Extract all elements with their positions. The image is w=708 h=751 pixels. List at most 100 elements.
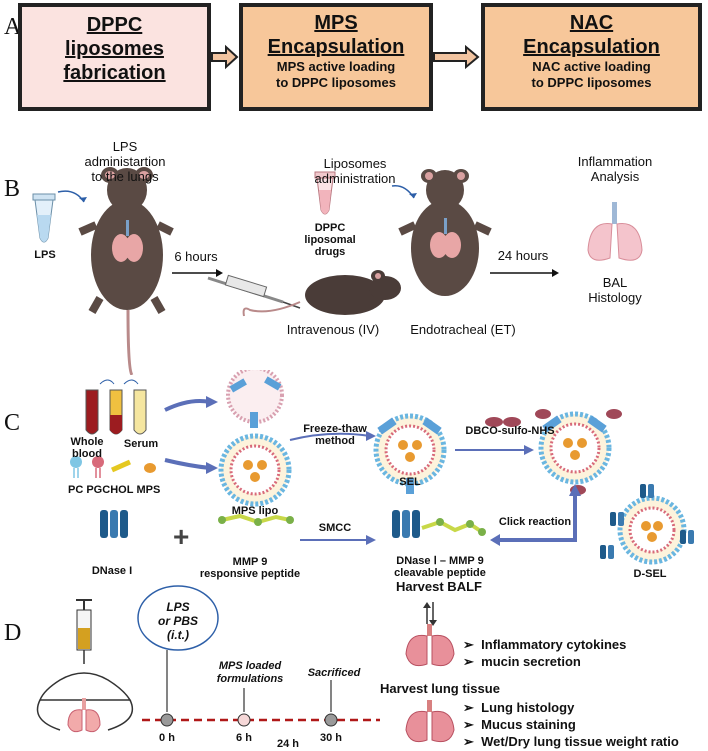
harvest-lung-heading: Harvest lung tissue: [380, 681, 500, 696]
arrow-up-icon: [569, 484, 581, 496]
syringe-icon: [207, 274, 301, 309]
mps-liposome-icon: [218, 433, 292, 507]
inflammation-analysis-label: Inflammation Analysis: [577, 154, 653, 184]
box2-sub1: MPS active loading: [276, 59, 396, 74]
box1-line2: liposomes: [65, 38, 164, 60]
dnase-mmp9-conjugate-icon: [392, 510, 486, 538]
twentyfour-hours-label: 24 hours: [497, 248, 549, 263]
list-item: ➢ mucin secretion: [463, 654, 581, 669]
panel-b-illustration: [32, 167, 643, 375]
panel-label-d: D: [4, 620, 22, 646]
click-reaction-label: Click reaction: [498, 516, 572, 528]
serum-tube-icon: [109, 389, 123, 435]
panel-label-b: B: [4, 176, 21, 202]
box1-line1: DPPC: [86, 14, 143, 36]
box3-sub2: to DPPC liposomes: [531, 75, 652, 90]
lipid-labels: PC PGCHOL MPS: [68, 484, 161, 496]
serum-tube-icon: [133, 389, 147, 435]
curved-arrow-icon: [57, 190, 85, 203]
arrow-right-icon: [206, 462, 218, 474]
curved-arrow-icon: [391, 185, 415, 199]
lps-admin-label: LPS administartion to the lungs: [84, 139, 166, 184]
list-item: ➢ Wet/Dry lung tissue weight ratio: [463, 734, 679, 749]
box3-line2: Encapsulation: [523, 36, 660, 58]
mmp9-peptide-label: MMP 9 responsive peptide: [199, 556, 301, 580]
lungs-icon: [405, 624, 455, 667]
smcc-label: SMCC: [318, 522, 352, 534]
arrow-right-icon: [366, 431, 376, 441]
step-box-nac: NAC Encapsulation NAC active loading to …: [481, 3, 702, 111]
dnase-label: DNase I: [91, 565, 133, 577]
freeze-thaw-label: Freeze-thaw method: [303, 423, 367, 447]
timepoint-30h: [324, 713, 338, 727]
mouse-supine-icon: [78, 167, 174, 375]
arrow-right-icon: [433, 44, 480, 70]
blood-tube-icon: [85, 389, 99, 435]
mps-lipo-label: MPS lipo: [231, 505, 279, 517]
dnase-mmp9-label: DNase Ⅰ – MMP 9 cleavable peptide: [394, 555, 486, 579]
lungs-icon: [405, 700, 455, 743]
timepoint-0h: [160, 713, 174, 727]
syringe-icon: [76, 599, 92, 664]
lps-tube-icon: [32, 193, 56, 243]
mmp9-peptide-icon: [218, 513, 294, 526]
t0-label: 0 h: [159, 732, 175, 744]
mouse-lying-icon: [242, 270, 401, 317]
dnase-protein-icon: [100, 510, 128, 538]
step-box-dppc: DPPC liposomes fabrication: [18, 3, 211, 111]
sel-label: SEL: [399, 476, 421, 488]
speech-bubble: [137, 585, 219, 651]
panel-label-a: A: [4, 14, 22, 40]
t6-label: 6 h: [236, 732, 252, 744]
d-sel-liposome-icon: [600, 484, 694, 565]
arrow-right-icon: [206, 396, 218, 408]
panel-c-illustration: +: [70, 370, 694, 565]
iv-label: Intravenous (IV): [286, 322, 380, 337]
panel-a-arrows: [211, 44, 480, 70]
box2-line1: MPS: [314, 12, 358, 34]
list-item: ➢ Mucus staining: [463, 717, 576, 732]
timepoint-6h: [237, 713, 251, 727]
dppc-tube-icon: [314, 171, 336, 215]
panel-d-illustration: [36, 585, 455, 743]
mouse-supine-icon: [398, 169, 492, 296]
box2-line2: Encapsulation: [267, 36, 405, 58]
d-sel-label: D-SEL: [633, 568, 667, 580]
lungs-icon: [587, 202, 643, 261]
mps-formulations-label: MPS loaded formulations: [216, 660, 284, 685]
box2-sub2: to DPPC liposomes: [276, 75, 396, 90]
lungs-icon: [67, 698, 101, 733]
et-label: Endotracheal (ET): [410, 322, 516, 337]
lps-tube-label: LPS: [34, 249, 56, 261]
serum-label: Serum: [123, 438, 159, 450]
sel-dbco-liposome-icon: [535, 409, 622, 495]
box3-sub1: NAC active loading: [532, 59, 651, 74]
arrow-right-icon: [211, 44, 239, 70]
box1-line3: fabrication: [63, 62, 166, 84]
sacrificed-label: Sacrificed: [307, 667, 361, 679]
list-item: ➢ Lung histology: [463, 700, 575, 715]
box3-line1: NAC: [569, 12, 614, 34]
lipid-icons: [70, 456, 156, 478]
dppc-drugs-label: DPPC liposomal drugs: [304, 222, 356, 258]
panel-label-c: C: [4, 410, 21, 436]
lps-pbs-label: LPS or PBS (i.t.): [157, 600, 198, 642]
lung-list: ➢ Lung histology ➢ Mucus staining ➢ Wet/…: [463, 699, 679, 750]
arrow-right-icon: [524, 445, 534, 455]
sel-liposome-icon: [373, 413, 447, 494]
plus-sign: +: [173, 521, 189, 552]
balf-list: ➢ Inflammatory cytokines ➢ mucin secreti…: [463, 636, 626, 670]
list-item: ➢ Inflammatory cytokines: [463, 637, 627, 652]
mouse-head-outline-icon: [36, 672, 134, 731]
arrow-right-icon: [366, 535, 376, 545]
liposomes-admin-label: Liposomes administration: [314, 156, 396, 186]
arrow-left-icon: [490, 534, 500, 546]
step-box-mps: MPS Encapsulation MPS active loading to …: [239, 3, 433, 111]
dbco-label: DBCO-sulfo-NHS: [465, 425, 555, 437]
six-hours-label: 6 hours: [174, 249, 218, 264]
t30-label: 30 h: [319, 732, 342, 744]
bal-histology-label: BAL Histology: [588, 275, 642, 305]
membrane-vesicle-icon: [226, 370, 284, 428]
whole-blood-label: Whole blood: [70, 436, 104, 460]
harvest-balf-heading: Harvest BALF: [396, 579, 482, 594]
